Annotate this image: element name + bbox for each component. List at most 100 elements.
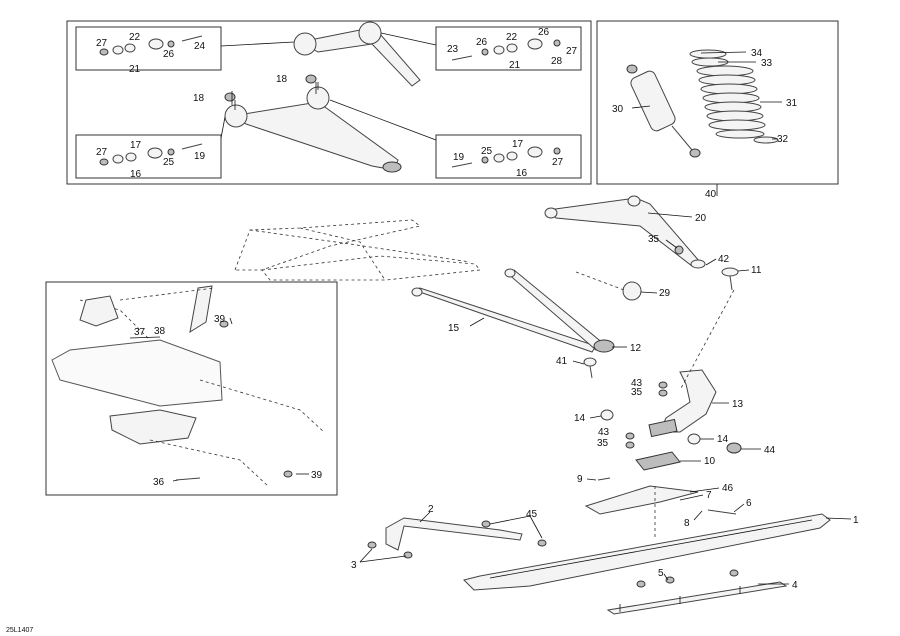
callout-c13: 13 bbox=[732, 399, 744, 410]
ski-runner bbox=[606, 569, 788, 615]
bushing-box-top-left bbox=[75, 26, 222, 71]
ski-leg-bracket bbox=[584, 477, 737, 515]
callout-c8: 8 bbox=[684, 518, 690, 529]
spindle bbox=[648, 369, 717, 438]
callout-c23: 23 bbox=[447, 44, 459, 55]
drawing-code: 25L1407 bbox=[6, 627, 33, 634]
callout-c14b: 14 bbox=[717, 434, 729, 445]
callout-leaders bbox=[172, 51, 852, 585]
callout-c41: 41 bbox=[556, 356, 568, 367]
frame-detail-frame bbox=[45, 281, 338, 496]
bushing-box-bottom-left bbox=[75, 134, 222, 179]
callout-c45: 45 bbox=[526, 509, 538, 520]
spring-seat bbox=[753, 136, 779, 144]
bushing-set-bottom-right bbox=[451, 146, 561, 168]
assembly-line-spindle bbox=[679, 289, 735, 391]
bushing-set-top-left bbox=[99, 35, 203, 56]
callout-c15: 15 bbox=[448, 323, 460, 334]
callout-c35a: 35 bbox=[648, 234, 660, 245]
spindle-bushings bbox=[600, 381, 742, 454]
callout-c30: 30 bbox=[612, 104, 624, 115]
callout-c17b: 17 bbox=[512, 139, 524, 150]
ski-handle bbox=[367, 517, 547, 559]
callout-c22b: 22 bbox=[506, 32, 518, 43]
callout-c36: 36 bbox=[153, 477, 165, 488]
callout-c29: 29 bbox=[659, 288, 671, 299]
callout-c1: 1 bbox=[853, 515, 859, 526]
upper-arm-detail-frame bbox=[66, 20, 592, 185]
spring-retainer bbox=[689, 49, 727, 59]
chassis-frame bbox=[234, 219, 481, 281]
upper-a-arm-detail bbox=[293, 21, 421, 87]
callout-c26b: 26 bbox=[538, 27, 550, 38]
bushing-set-bottom-left bbox=[99, 143, 203, 166]
callout-c27d: 27 bbox=[552, 157, 564, 168]
callout-c27c: 27 bbox=[96, 147, 108, 158]
callout-c25b: 25 bbox=[481, 146, 493, 157]
shock-absorber bbox=[626, 64, 701, 158]
callout-c27a: 27 bbox=[96, 38, 108, 49]
ball-joint bbox=[721, 267, 739, 291]
callout-c16b: 16 bbox=[516, 168, 528, 179]
callout-c14a: 14 bbox=[574, 413, 586, 424]
lower-a-arm-detail bbox=[224, 74, 402, 173]
callout-c17a: 17 bbox=[130, 140, 142, 151]
detail-connector-lines bbox=[220, 32, 437, 141]
callout-c32: 32 bbox=[777, 134, 789, 145]
coil-spring bbox=[696, 65, 766, 139]
ski bbox=[463, 513, 831, 591]
callout-c33: 33 bbox=[761, 58, 773, 69]
callout-c12: 12 bbox=[630, 343, 642, 354]
callout-c39b: 39 bbox=[311, 470, 323, 481]
callout-c25a: 25 bbox=[163, 157, 175, 168]
callout-c5: 5 bbox=[658, 568, 664, 579]
callout-c28: 28 bbox=[551, 56, 563, 67]
callout-c6: 6 bbox=[746, 498, 752, 509]
callout-c35b: 35 bbox=[631, 387, 643, 398]
callout-c4: 4 bbox=[792, 580, 798, 591]
callout-c44: 44 bbox=[764, 445, 776, 456]
callout-c21b: 21 bbox=[509, 60, 521, 71]
callout-c7: 7 bbox=[706, 490, 712, 501]
bushing-box-bottom-right bbox=[435, 134, 582, 179]
callout-c2: 2 bbox=[428, 504, 434, 515]
callout-c43a: 43 bbox=[631, 378, 643, 389]
callout-c35c: 35 bbox=[597, 438, 609, 449]
callout-c16a: 16 bbox=[130, 169, 142, 180]
callout-c42: 42 bbox=[718, 254, 730, 265]
callout-c19a: 19 bbox=[194, 151, 206, 162]
callout-c3: 3 bbox=[351, 560, 357, 571]
ski-stopper bbox=[635, 451, 681, 471]
bumper-pad bbox=[622, 281, 642, 301]
callout-c11: 11 bbox=[751, 265, 762, 276]
shock-detail-frame bbox=[596, 20, 839, 185]
callout-c38: 38 bbox=[154, 326, 166, 337]
callout-c26c: 26 bbox=[476, 37, 488, 48]
callout-c10: 10 bbox=[704, 456, 716, 467]
callout-c21a: 21 bbox=[129, 64, 141, 75]
callout-c34: 34 bbox=[751, 48, 763, 59]
frame-detail-assembly bbox=[51, 285, 325, 487]
callout-c27b: 27 bbox=[566, 46, 578, 57]
callout-c24: 24 bbox=[194, 41, 206, 52]
callout-c39a: 39 bbox=[214, 314, 226, 325]
callout-c22a: 22 bbox=[129, 32, 141, 43]
callout-c19b: 19 bbox=[453, 152, 465, 163]
callout-c26a: 26 bbox=[163, 49, 175, 60]
assembly-line-bumper bbox=[575, 271, 625, 291]
callout-c46: 46 bbox=[722, 483, 734, 494]
callout-c40: 40 bbox=[705, 189, 717, 200]
callout-c18a: 18 bbox=[276, 74, 288, 85]
callout-c9: 9 bbox=[577, 474, 583, 485]
callout-c20: 20 bbox=[695, 213, 707, 224]
callout-c37: 37 bbox=[134, 327, 146, 338]
bushing-box-top-right bbox=[435, 26, 582, 71]
callout-c18b: 18 bbox=[193, 93, 205, 104]
upper-a-arm bbox=[544, 195, 706, 269]
lower-a-arm bbox=[411, 268, 615, 379]
bushing-set-top-right bbox=[451, 38, 561, 61]
callout-c43b: 43 bbox=[598, 427, 610, 438]
callout-c31: 31 bbox=[786, 98, 798, 109]
